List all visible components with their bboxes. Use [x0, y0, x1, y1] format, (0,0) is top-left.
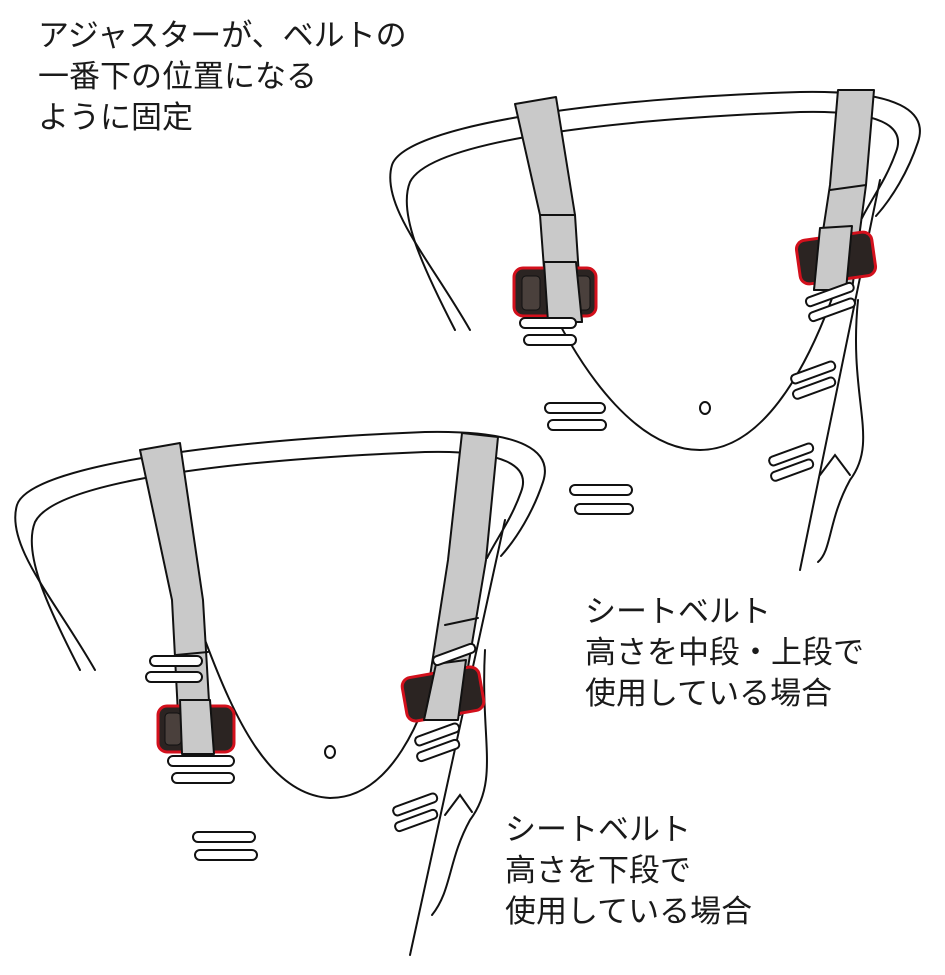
instruction-line: アジャスターが、ベルトの — [38, 18, 407, 54]
shell-hole — [324, 745, 336, 759]
belt-slots — [519, 281, 857, 515]
caption-line: シートベルト — [505, 812, 691, 848]
adjuster-instruction-label: アジャスターが、ベルトの 一番下の位置になる ように固定 — [38, 16, 407, 139]
shell-hole — [699, 401, 711, 415]
caption-line: 使用している場合 — [505, 894, 753, 930]
caption-line: シートベルト — [585, 594, 771, 630]
shell-edge — [817, 299, 865, 563]
lower-belt-caption: シートベルト 高さを下段で 使用している場合 — [505, 810, 752, 933]
shell-edge — [431, 649, 488, 916]
shell-bowl — [544, 289, 836, 452]
headrest-outer — [389, 90, 921, 331]
instruction-line: ように固定 — [38, 100, 193, 136]
belt-right — [423, 432, 499, 716]
instruction-line: 一番下の位置になる — [38, 59, 317, 95]
mid-upper-belt-caption: シートベルト 高さを中段・上段で 使用している場合 — [585, 592, 864, 715]
seat-mid-upper-belt — [389, 89, 921, 571]
headrest-inner — [405, 110, 899, 331]
headrest-inner — [30, 450, 524, 671]
shell-notch — [444, 793, 473, 816]
seat-lower-belt — [14, 430, 546, 956]
headrest-outer — [14, 430, 546, 671]
shell-side — [409, 519, 506, 956]
shell-bowl — [204, 639, 441, 800]
shell-notch — [819, 453, 851, 476]
caption-line: 使用している場合 — [585, 676, 833, 712]
caption-line: 高さを下段で — [505, 853, 691, 889]
belt-slots — [145, 642, 477, 861]
caption-line: 高さを中段・上段で — [585, 635, 864, 671]
